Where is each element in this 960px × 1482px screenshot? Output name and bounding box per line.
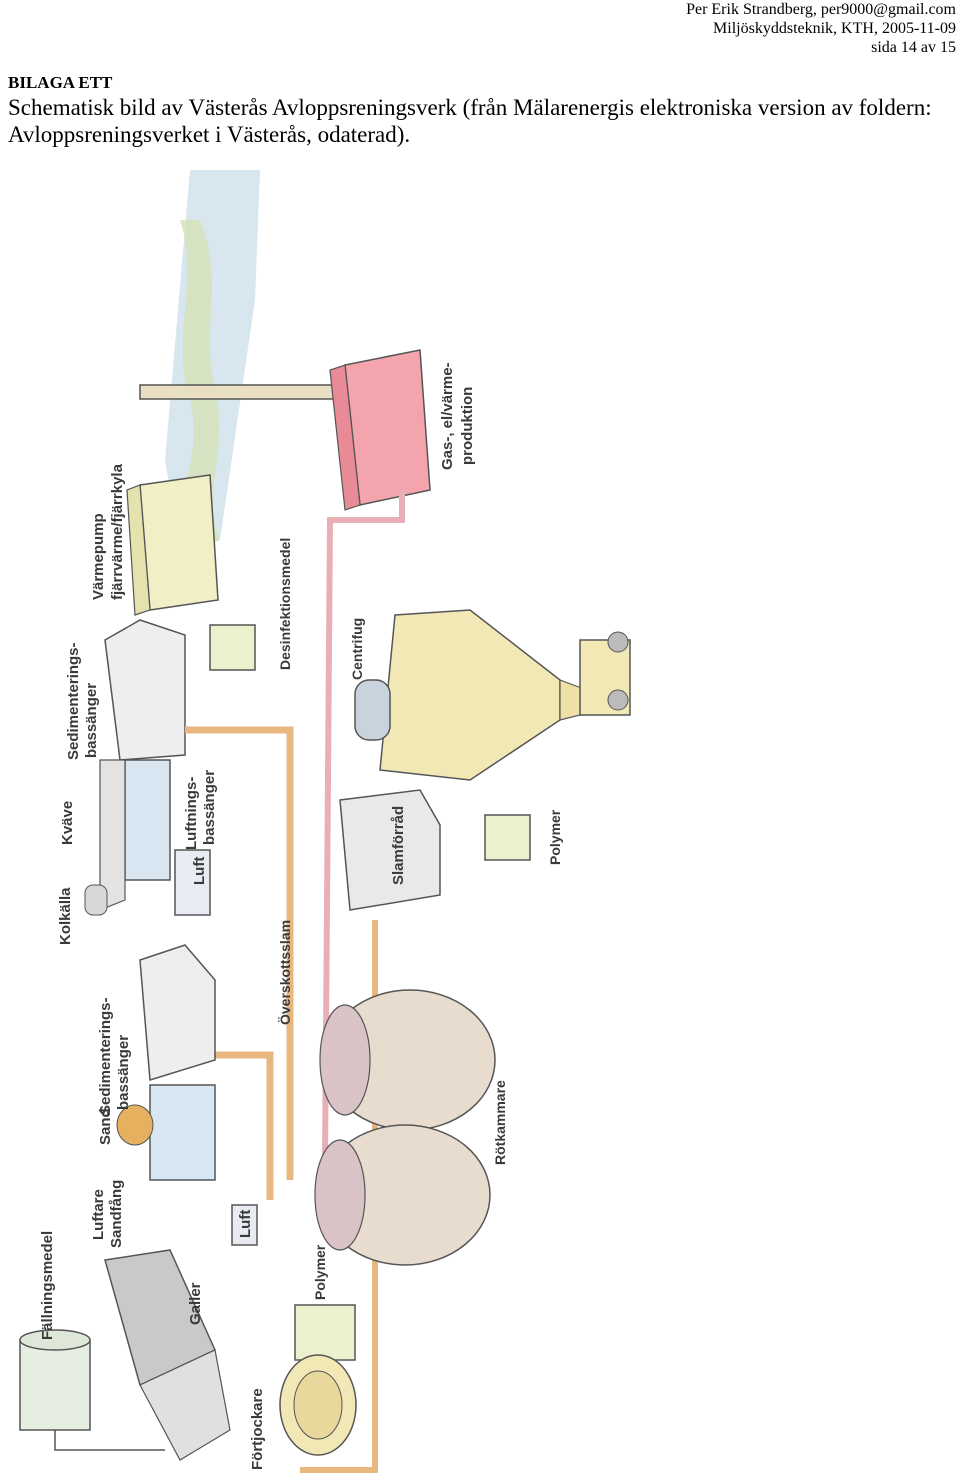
appendix-heading: BILAGA ETT bbox=[8, 73, 113, 92]
label-aerator: Luftare bbox=[90, 1189, 107, 1240]
treatment-plant-diagram: Gas-, el/värme- produktion Värmepump fjä… bbox=[19, 170, 631, 1473]
upper-basins bbox=[99, 619, 186, 911]
gas-pipe bbox=[322, 490, 405, 1161]
polymer-box-lower bbox=[294, 1304, 356, 1361]
label-excess-sludge: Överskottsslam bbox=[277, 920, 293, 1025]
label-precipitation-chemical: Fällningsmedel bbox=[39, 1231, 56, 1340]
label-air-upper: Luft bbox=[191, 857, 208, 885]
label-sand: Sand bbox=[97, 1108, 114, 1145]
label-carbon-source: Kolkälla bbox=[57, 887, 74, 945]
thickener bbox=[279, 1354, 357, 1456]
carbon-source-tank bbox=[84, 884, 108, 916]
label-centrifuge: Centrifug bbox=[349, 618, 365, 680]
return-pipe bbox=[185, 726, 294, 1180]
header-page-number: sida 14 av 15 bbox=[871, 39, 956, 56]
sludge-silo bbox=[379, 609, 601, 781]
label-aeration: Luftnings- bbox=[183, 777, 200, 850]
label-grit-chamber: Sandfång bbox=[108, 1180, 125, 1248]
label-digester: Rötkammare bbox=[492, 1080, 508, 1165]
desinfection-box bbox=[209, 624, 256, 671]
label-sedimentation-lower: Sedimenterings- bbox=[97, 997, 114, 1115]
label-sedimentation-lower-2: bassänger bbox=[115, 1035, 132, 1110]
digester-lower bbox=[314, 1124, 491, 1266]
digester-upper bbox=[319, 989, 496, 1131]
label-sedimentation-upper-2: bassänger bbox=[83, 683, 100, 758]
label-gas-production-2: produktion bbox=[459, 387, 476, 465]
air-box-lower bbox=[231, 1204, 258, 1246]
lower-pipe bbox=[200, 1051, 274, 1200]
polymer-box-upper bbox=[484, 814, 531, 861]
label-sludge-storage: Slamförråd bbox=[390, 806, 407, 885]
sludge-storage bbox=[339, 789, 441, 911]
chimney bbox=[139, 384, 361, 400]
centrifuge bbox=[354, 679, 391, 741]
chemical-feed-line bbox=[54, 1430, 165, 1451]
label-air-lower: Luft bbox=[237, 1210, 254, 1238]
label-sedimentation-upper: Sedimenterings- bbox=[65, 642, 82, 760]
label-thickener: Förtjockare bbox=[249, 1388, 266, 1470]
label-heat-pump: Värmepump bbox=[90, 513, 107, 600]
truck bbox=[579, 631, 631, 716]
label-aeration-2: bassänger bbox=[201, 770, 218, 845]
header-affiliation: Miljöskyddsteknik, KTH, 2005-11-09 bbox=[713, 20, 956, 37]
figure-caption: Schematisk bild av Västerås Avloppsrenin… bbox=[8, 95, 932, 147]
header-author: Per Erik Strandberg, per9000@gmail.com bbox=[686, 1, 956, 18]
label-gas-production: Gas-, el/värme- bbox=[439, 362, 456, 470]
label-nitrogen: Kväve bbox=[59, 801, 76, 845]
label-polymer-upper: Polymer bbox=[547, 809, 563, 865]
label-polymer-lower: Polymer bbox=[312, 1244, 328, 1300]
lower-basins bbox=[116, 944, 216, 1181]
label-desinfection: Desinfektionsmedel bbox=[277, 538, 293, 670]
label-heat-pump-2: fjärrvärme/fjärrkyla bbox=[109, 463, 126, 600]
air-box-upper bbox=[174, 849, 211, 916]
label-screen: Galler bbox=[187, 1282, 204, 1325]
gas-power-box bbox=[329, 349, 431, 511]
heat-pump-box bbox=[126, 474, 219, 616]
screen-grating bbox=[104, 1249, 231, 1461]
precipitation-chemical-tank bbox=[19, 1329, 91, 1431]
